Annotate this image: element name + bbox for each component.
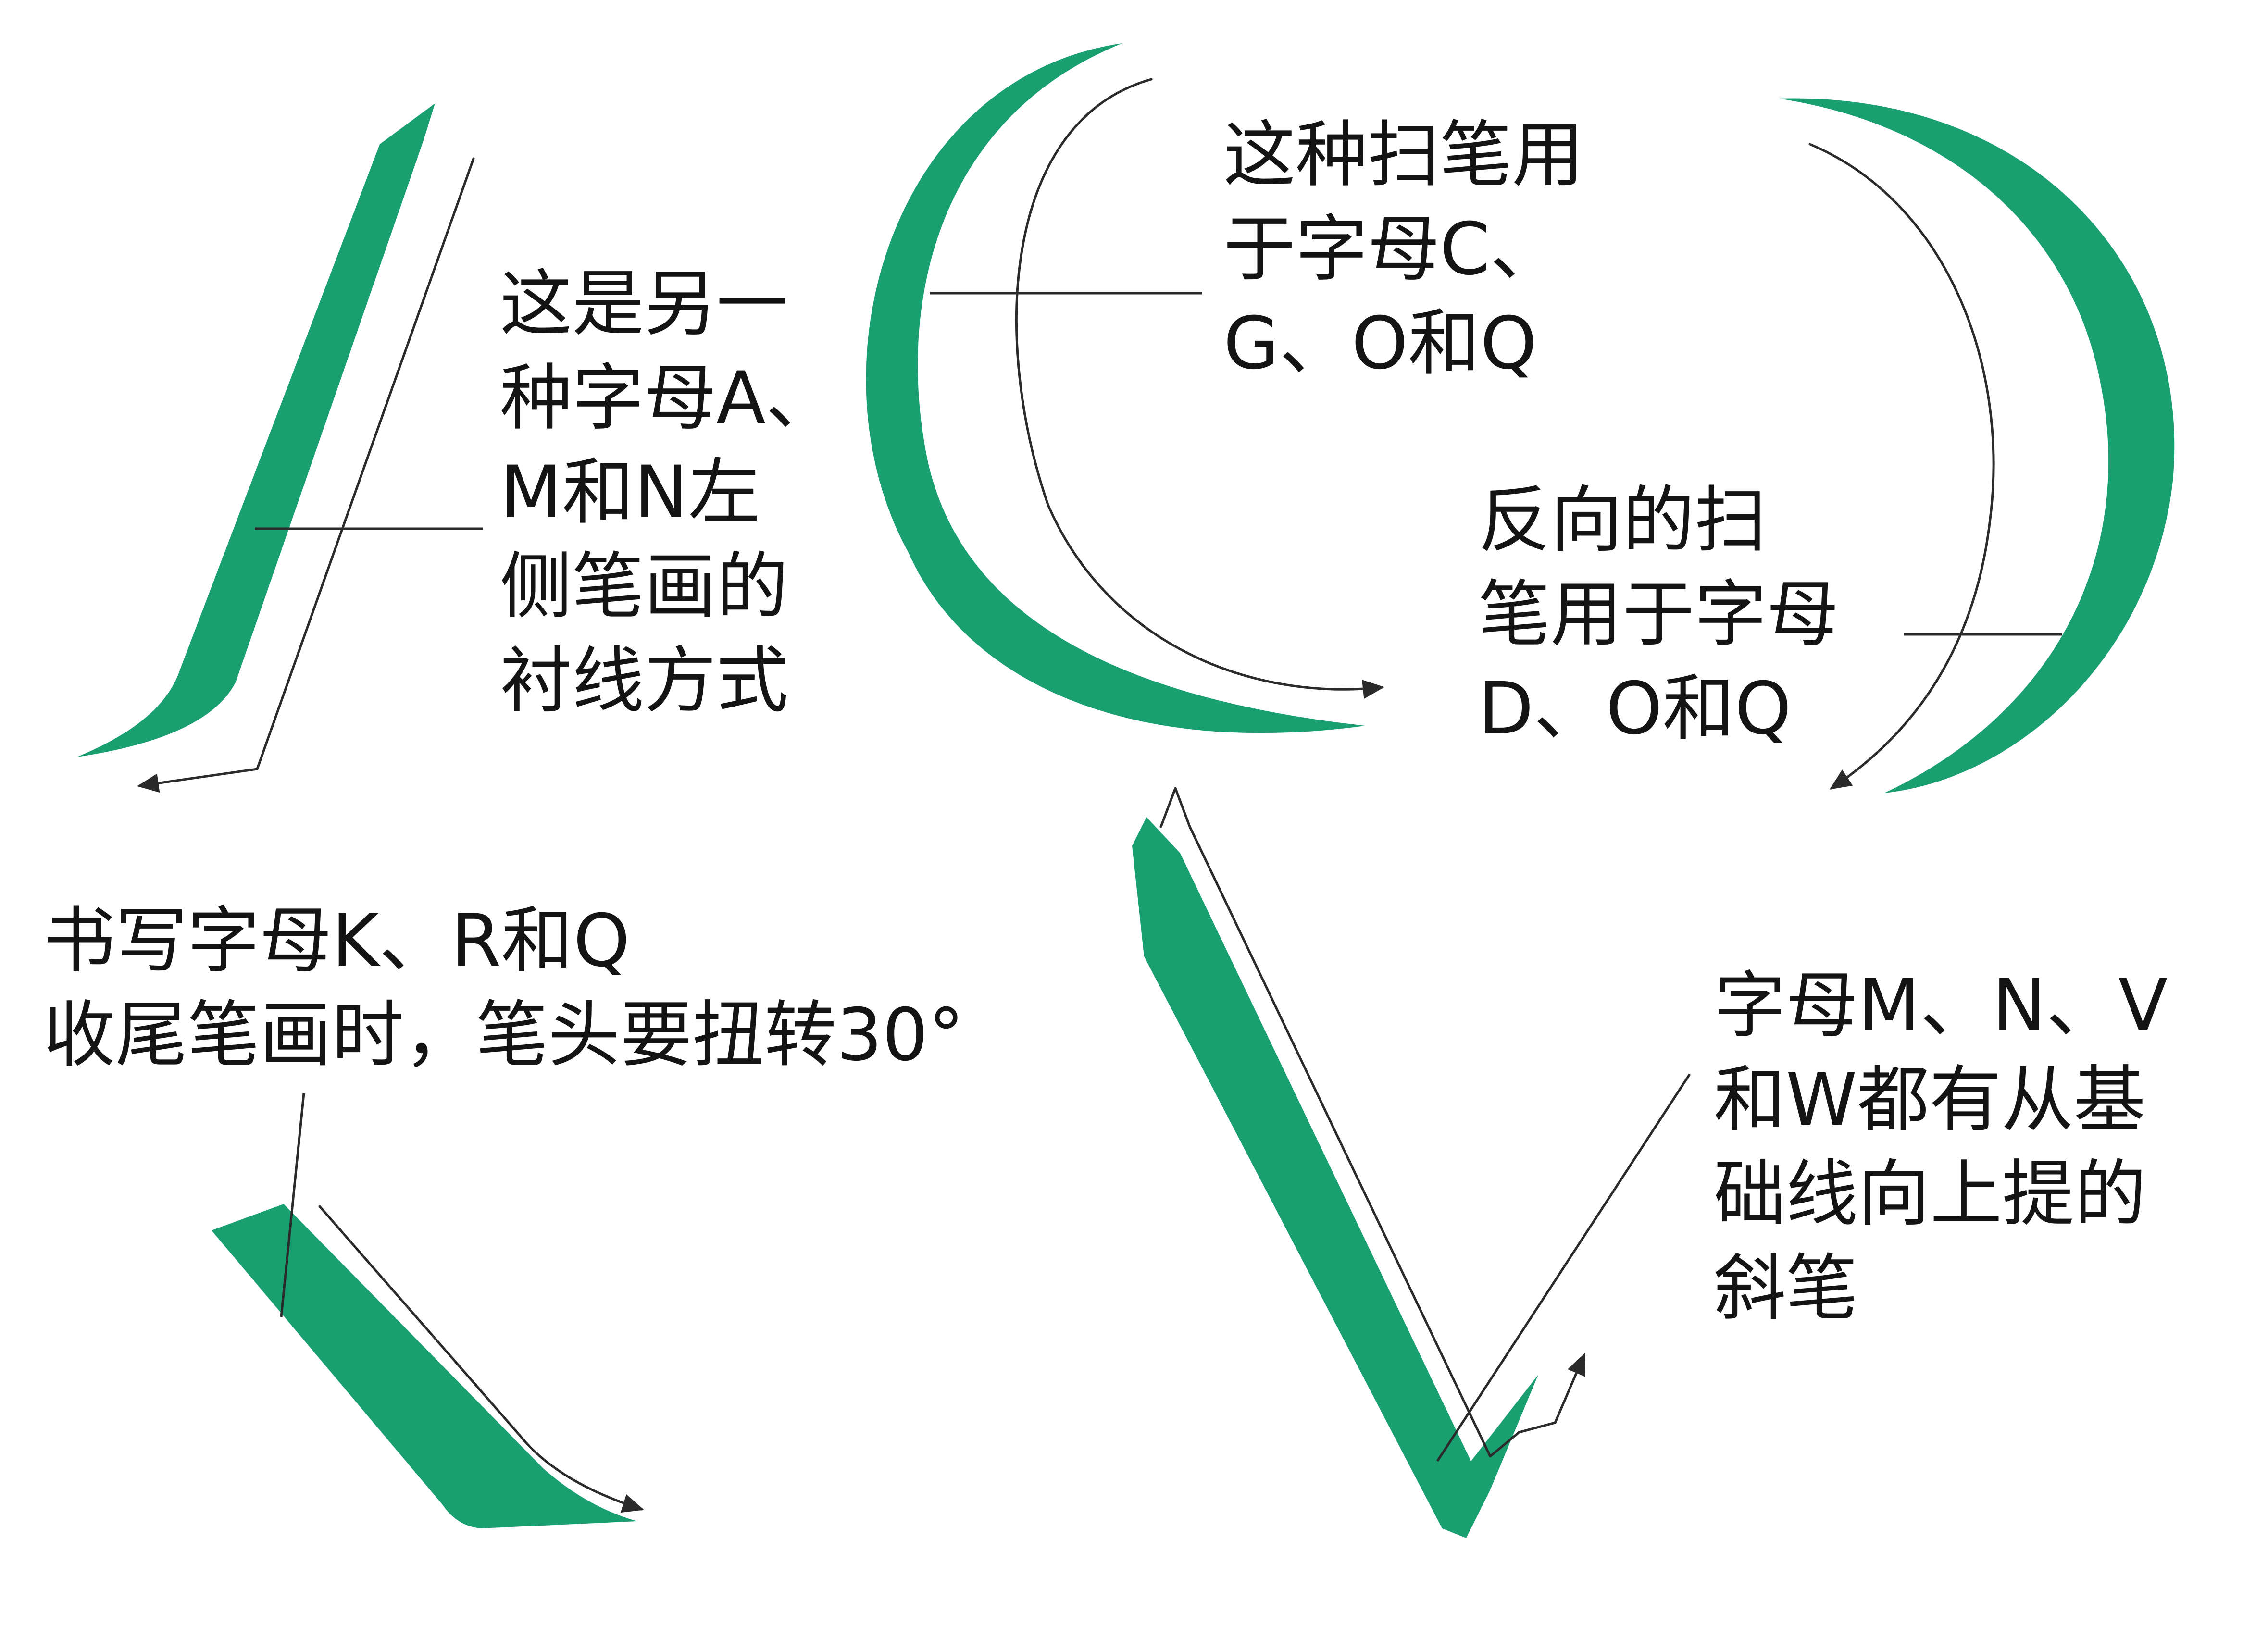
c-sweep-annotation: 这种扫笔用 于字母C、 G、O和Q: [1223, 108, 1584, 391]
kr-tail-stroke: [212, 1204, 637, 1528]
kr-tail-guide: [318, 1205, 644, 1513]
diagonal-annotation-line-4: 斜笔: [1714, 1247, 1858, 1330]
a-serif-annotation-line-3: M和N左: [500, 451, 760, 534]
a-serif-stroke: [77, 103, 435, 757]
c-sweep-annotation-line-2: 于字母C、: [1223, 208, 1562, 291]
a-serif-guide: [137, 157, 475, 793]
a-serif-annotation-line-5: 衬线方式: [500, 639, 789, 723]
a-serif-annotation-line-2: 种字母A、: [500, 357, 838, 440]
a-serif-annotation-line-1: 这是另一: [500, 262, 789, 346]
a-serif-annotation: 这是另一 种字母A、 M和N左 侧笔画的 衬线方式: [500, 257, 838, 728]
kr-tail-annotation-line-1: 书写字母K、R和Q: [43, 899, 630, 983]
c-sweep-annotation-line-3: G、O和Q: [1223, 302, 1537, 385]
diagonal-annotation-line-2: 和W都有从基: [1714, 1058, 2146, 1142]
diagonal-annotation: 字母M、N、V 和W都有从基 础线向上提的 斜笔: [1714, 959, 2168, 1336]
kr-tail-leader: [280, 1093, 305, 1317]
kr-tail-annotation-line-2: 收尾笔画时，笔头要扭转30°: [43, 993, 964, 1077]
a-serif-annotation-line-4: 侧笔画的: [500, 545, 789, 629]
reverse-sweep-guide: [1808, 143, 1995, 790]
reverse-sweep-annotation: 反向的扫 笔用于字母 D、O和Q: [1478, 473, 1839, 756]
diagonal-v-guide: [1159, 787, 1585, 1458]
c-sweep-annotation-line-1: 这种扫笔用: [1223, 113, 1584, 197]
reverse-sweep-stroke: [1779, 98, 2175, 793]
reverse-sweep-annotation-line-2: 笔用于字母: [1478, 573, 1839, 657]
kr-tail-annotation: 书写字母K、R和Q 收尾笔画时，笔头要扭转30°: [43, 894, 964, 1082]
reverse-sweep-annotation-line-3: D、O和Q: [1478, 667, 1792, 751]
diagonal-leader: [1436, 1073, 1691, 1462]
c-sweep-guide: [1015, 78, 1384, 699]
diagonal-annotation-line-3: 础线向上提的: [1714, 1153, 2147, 1236]
diagonal-v-stroke: [1132, 817, 1538, 1538]
diagonal-annotation-line-1: 字母M、N、V: [1714, 964, 2168, 1048]
reverse-sweep-annotation-line-1: 反向的扫: [1478, 479, 1767, 562]
